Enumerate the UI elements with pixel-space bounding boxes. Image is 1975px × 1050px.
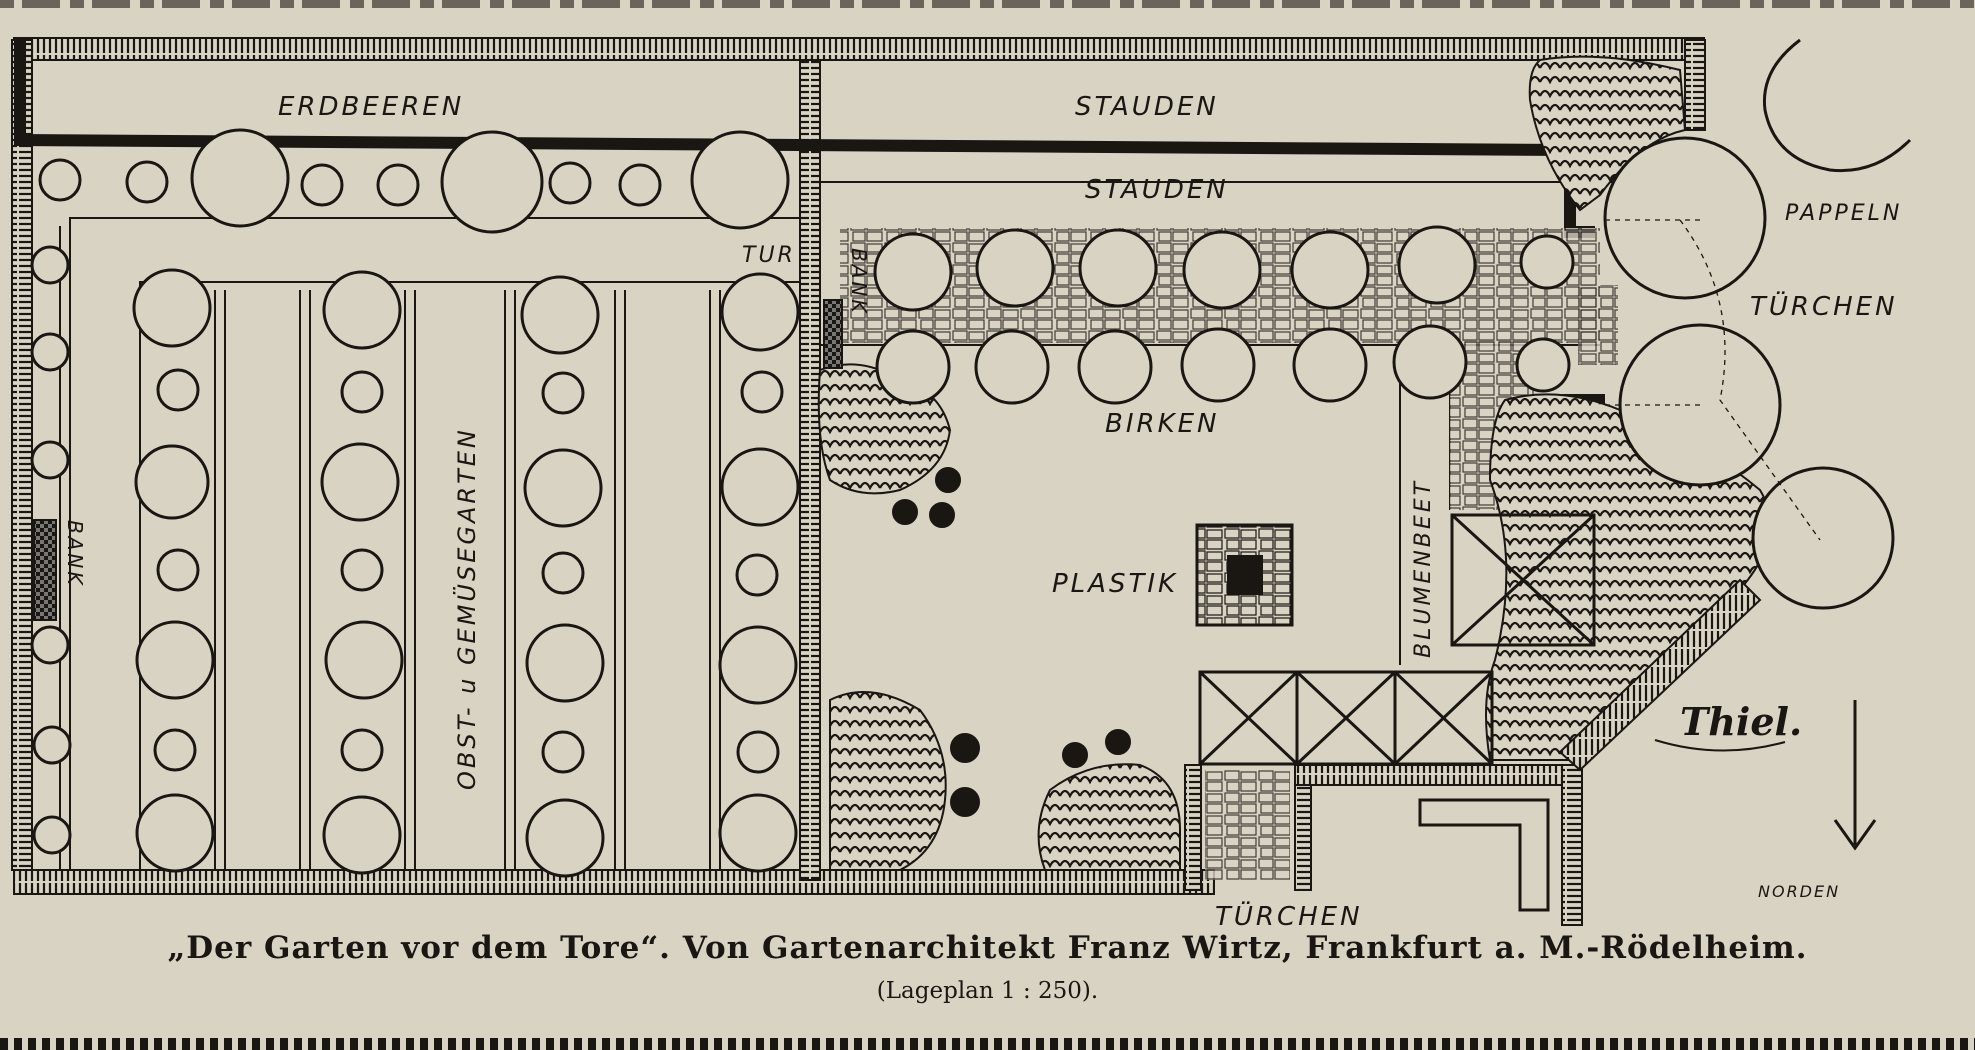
bottom-border-rule <box>0 1038 1975 1050</box>
label-pappeln: PAPPELN <box>1785 201 1902 226</box>
flower-beds <box>1198 513 1596 766</box>
caption-scale: (Lageplan 1 : 250). <box>876 978 1099 1004</box>
garden-plan: Thiel. ERDBEEREN STAUDEN STAUDEN TUR BAN… <box>11 37 1912 930</box>
label-turchen-right: TÜRCHEN <box>1750 290 1898 322</box>
label-birken: BIRKEN <box>1105 409 1220 439</box>
trees-left-column <box>30 245 72 855</box>
label-plastik: PLASTIK <box>1052 569 1178 599</box>
label-bank-upper: BANK <box>847 248 871 315</box>
bench-upper <box>823 299 843 369</box>
signature-underline <box>1654 739 1786 752</box>
label-norden: NORDEN <box>1758 882 1840 901</box>
diagonal-hedge <box>1558 578 1762 772</box>
label-obst-gemuesegarten: OBST- u GEMÜSEGARTEN <box>452 427 481 790</box>
north-arrow-icon <box>1833 700 1877 851</box>
orchard-trees <box>132 268 800 878</box>
top-border-rule <box>0 0 1975 8</box>
label-tur: TUR <box>742 243 796 268</box>
caption-title: „Der Garten vor dem Tore“. Von Gartenarc… <box>167 930 1808 966</box>
label-blumenbeet: BLUMENBEET <box>1411 479 1436 658</box>
signature: Thiel. <box>1680 699 1802 744</box>
path-edges <box>59 181 1690 871</box>
trees-top-row <box>38 128 790 234</box>
bench-left <box>33 519 57 621</box>
sculpture-plinth <box>1195 523 1294 627</box>
label-stauden-top: STAUDEN <box>1075 92 1219 122</box>
outer-hedge <box>11 37 1706 926</box>
birch-trees <box>873 225 1575 405</box>
label-erdbeeren: ERDBEEREN <box>278 92 464 122</box>
label-stauden-mid: STAUDEN <box>1085 175 1229 205</box>
label-turchen-bottom: TÜRCHEN <box>1215 900 1363 930</box>
l-shaped-bed <box>1418 798 1550 912</box>
label-bank-left: BANK <box>63 520 87 587</box>
dashed-lines <box>1605 219 1821 541</box>
